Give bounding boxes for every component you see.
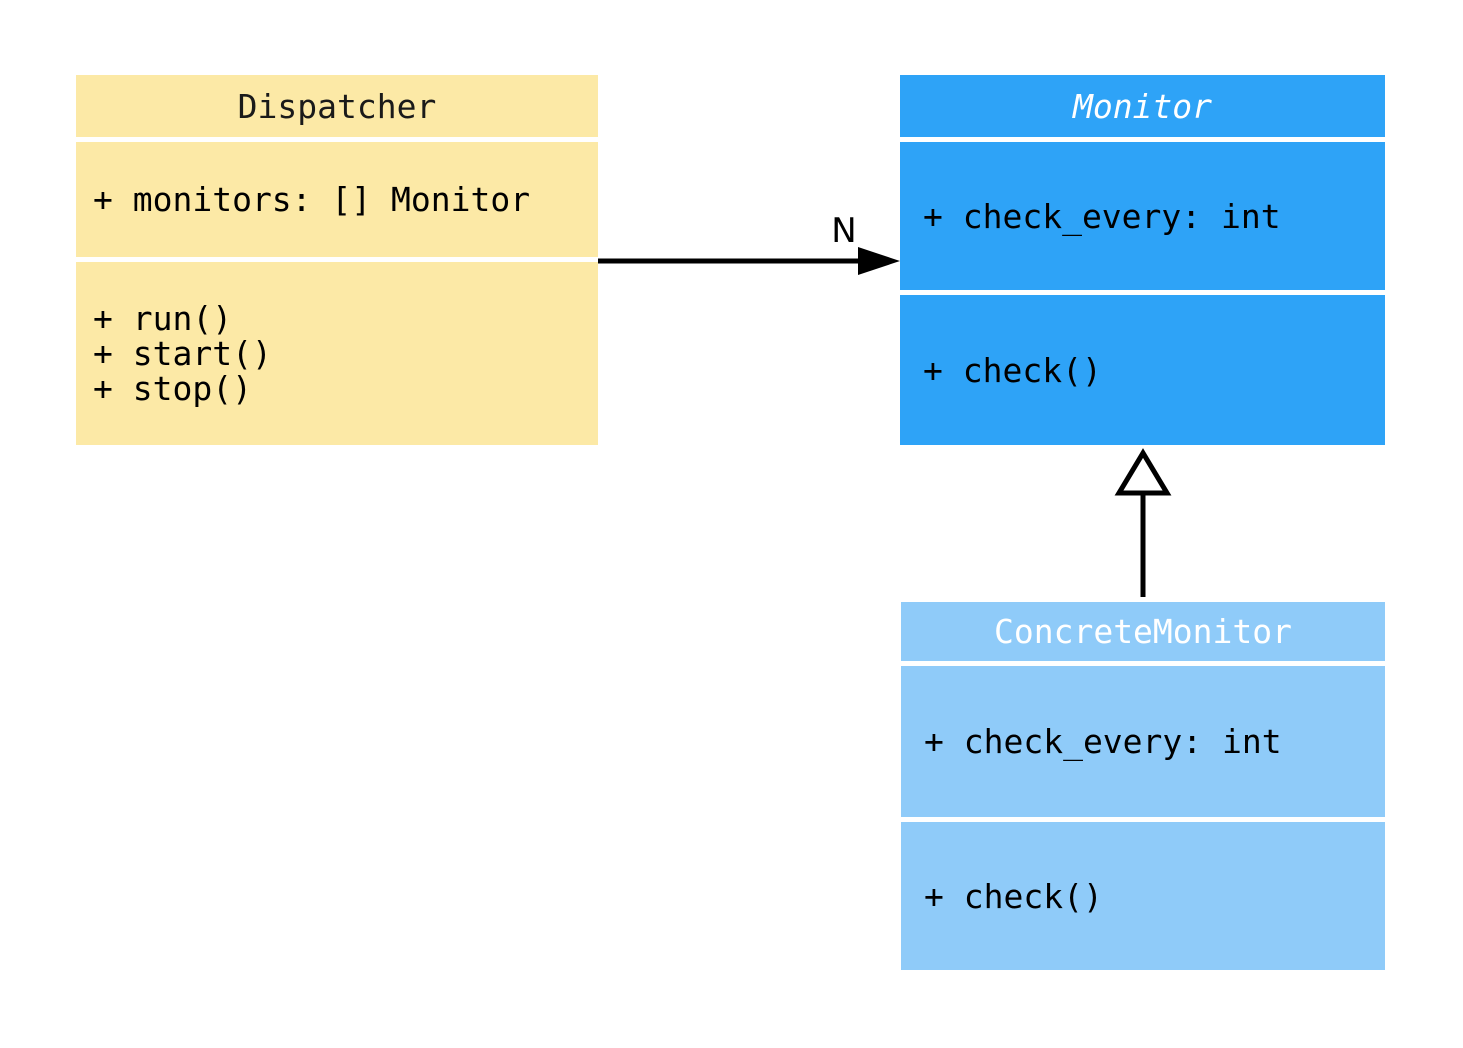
class-dispatcher: Dispatcher + monitors: [] Monitor + run(… — [76, 75, 598, 445]
generalization-concrete-monitor-monitor — [1114, 448, 1172, 597]
class-monitor-attributes-section: + check_every: int — [900, 142, 1385, 290]
class-dispatcher-methods-section: + run() + start() + stop() — [76, 262, 598, 445]
method-row: + start() — [93, 334, 272, 373]
class-concrete-monitor-attributes-section: + check_every: int — [901, 666, 1385, 817]
association-dispatcher-monitor: N — [598, 211, 900, 275]
class-monitor-methods-section: + check() — [900, 295, 1385, 445]
method-row: + check() — [924, 876, 1103, 916]
class-dispatcher-attributes-section: + monitors: [] Monitor — [76, 142, 598, 257]
method-row: + stop() — [93, 369, 252, 408]
class-concrete-monitor: ConcreteMonitor + check_every: int + che… — [901, 602, 1385, 970]
method-row: + check() — [923, 350, 1102, 390]
attribute-row: + check_every: int — [923, 196, 1281, 236]
attribute-row: + check_every: int — [924, 722, 1282, 761]
generalization-arrowhead-icon — [1114, 448, 1172, 496]
multiplicity-label: N — [831, 211, 856, 251]
class-dispatcher-title: Dispatcher — [76, 75, 598, 137]
method-row: + run() — [93, 299, 233, 338]
class-concrete-monitor-title: ConcreteMonitor — [901, 602, 1385, 661]
class-monitor-title: Monitor — [900, 75, 1385, 137]
class-concrete-monitor-methods-section: + check() — [901, 822, 1385, 970]
class-monitor: Monitor + check_every: int + check() — [900, 75, 1385, 445]
association-arrowhead-icon — [858, 247, 900, 275]
attribute-row: + monitors: [] Monitor — [93, 180, 531, 219]
